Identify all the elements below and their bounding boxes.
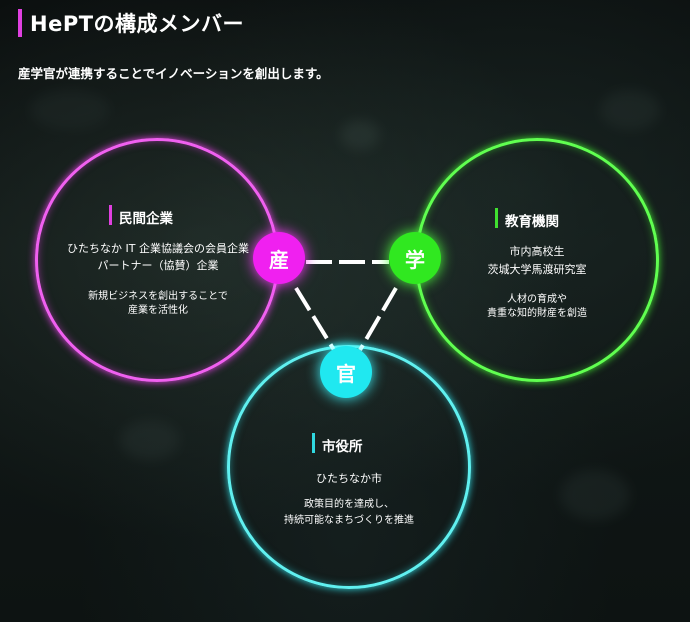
- academia-role: 人材の育成や: [507, 294, 567, 305]
- government-role: 持続可能なまちづくりを推進: [284, 515, 414, 526]
- page-subtitle: 産学官が連携することでイノベーションを創出します。: [18, 66, 329, 81]
- government-role: 政策目的を達成し、: [304, 499, 394, 510]
- connector-academia-government: [358, 286, 398, 352]
- background-bokeh: [340, 120, 380, 150]
- academia-member: 茨城大学馬渡研究室: [487, 263, 587, 276]
- academia-member: 市内高校生: [509, 245, 565, 258]
- connector-industry-government: [294, 286, 336, 352]
- academia-badge: 学: [389, 232, 441, 284]
- government-badge: 官: [320, 346, 372, 398]
- academia-role: 貴重な知的財産を創造: [487, 308, 587, 319]
- background-bokeh: [120, 420, 180, 460]
- government-heading: 市役所: [312, 433, 363, 455]
- page-title: HePTの構成メンバー: [30, 12, 245, 36]
- industry-role: 新規ビジネスを創出することで: [88, 291, 228, 302]
- title-accent-bar: [18, 9, 22, 37]
- background-bokeh: [600, 90, 660, 130]
- background-bokeh: [560, 470, 630, 520]
- industry-badge: 産: [253, 232, 305, 284]
- industry-member: パートナー（協賛）企業: [97, 259, 219, 272]
- industry-heading: 民間企業: [109, 205, 173, 227]
- government-member: ひたちなか市: [316, 472, 382, 485]
- background-bokeh: [30, 90, 110, 130]
- industry-role: 産業を活性化: [128, 305, 188, 316]
- academia-heading: 教育機関: [495, 208, 559, 230]
- industry-member: ひたちなか IT 企業協議会の会員企業: [67, 242, 249, 255]
